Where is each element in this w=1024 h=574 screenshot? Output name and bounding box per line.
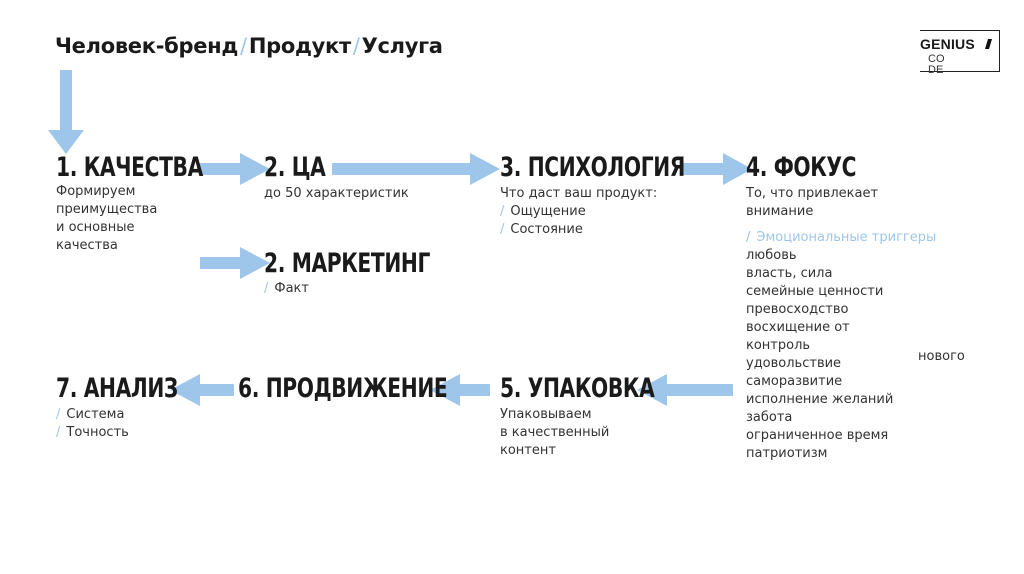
trigger-item: восхищение от: [746, 320, 850, 335]
trigger-item: власть, сила: [746, 266, 833, 281]
arrow-packaging-to-promotion: [430, 374, 490, 406]
step-analysis: 7. АНАЛИЗ: [56, 375, 219, 403]
title-service: Услуга: [361, 34, 443, 58]
step-promotion: 6. ПРОДВИЖЕНИЕ: [238, 375, 517, 403]
step-title: 5. УПАКОВКА: [500, 373, 655, 404]
arrow-focus-to-packaging: [637, 374, 733, 406]
desc-line: до 50 характеристик: [264, 186, 409, 201]
logo-code-line: DE: [928, 64, 944, 76]
slash-marker: /: [264, 281, 269, 296]
slash-marker: /: [500, 204, 505, 219]
step-title: 1. КАЧЕСТВА: [56, 152, 203, 183]
step-qualities: 1. КАЧЕСТВА: [56, 154, 252, 182]
step-title: 3. ПСИХОЛОГИЯ: [500, 152, 686, 183]
desc-item: /Состояние: [500, 222, 583, 237]
trigger-item: ограниченное время: [746, 428, 889, 443]
step-packaging: 5. УПАКОВКА: [500, 375, 706, 403]
arrow-down-to-qualities: [48, 70, 84, 154]
page-title: Человек-бренд/Продукт/Услуга: [55, 34, 443, 58]
arrow-to-marketing: [200, 247, 270, 279]
arrow-qualities-to-audience: [200, 153, 270, 185]
desc-line: преимущества: [56, 202, 158, 217]
title-person-brand: Человек-бренд: [55, 34, 239, 58]
trigger-item: патриотизм: [746, 446, 828, 461]
step-psychology: 3. ПСИХОЛОГИЯ: [500, 154, 747, 182]
step-psychology-description: Что даст ваш продукт: /Ощущение /Состоян…: [500, 185, 657, 239]
arrow-psychology-to-focus: [683, 153, 752, 185]
step-packaging-description: Упаковываем в качественный контент: [500, 406, 609, 460]
desc-line: То, что привлекает: [746, 186, 879, 201]
logo-code-line: CO: [928, 53, 945, 65]
desc-line: контент: [500, 443, 556, 458]
slash-marker: /: [56, 425, 61, 440]
desc-item: /Ощущение: [500, 204, 586, 219]
desc-line: Упаковываем: [500, 407, 592, 422]
slash-marker: /: [746, 230, 751, 245]
genius-code-logo: GENIUS CO DE: [920, 30, 1002, 76]
desc-line: и основные: [56, 220, 135, 235]
desc-line: Что даст ваш продукт:: [500, 186, 658, 201]
step-title: 2. ЦА: [264, 152, 326, 183]
logo-word: GENIUS: [920, 36, 993, 52]
slash-marker: /: [500, 222, 505, 237]
desc-item: /Факт: [264, 281, 309, 296]
step-qualities-description: Формируем преимущества и основные качест…: [56, 183, 157, 255]
logo-slash-icon: [984, 39, 992, 49]
desc-line: в качественный: [500, 425, 610, 440]
step-title: 2. МАРКЕТИНГ: [264, 248, 430, 279]
trigger-item: превосходство: [746, 302, 849, 317]
step-title: 6. ПРОДВИЖЕНИЕ: [238, 373, 448, 404]
arrow-audience-to-psychology: [332, 153, 500, 185]
step-audience: 2. ЦА: [264, 154, 346, 182]
slash-marker: /: [56, 407, 61, 422]
step-analysis-description: /Система /Точность: [56, 406, 129, 442]
arrow-promotion-to-analysis: [170, 374, 234, 406]
title-separator: /: [352, 34, 360, 58]
trigger-item: исполнение желаний: [746, 392, 894, 407]
logo-frame: [920, 30, 1000, 72]
step-marketing: 2. МАРКЕТИНГ: [264, 250, 485, 278]
desc-line: Формируем: [56, 184, 136, 199]
title-separator: /: [240, 34, 247, 58]
trigger-item: любовь: [746, 248, 797, 263]
trigger-item: саморазвитие: [746, 374, 843, 389]
step-focus-description: То, что привлекает внимание /Эмоциональн…: [746, 185, 936, 463]
step-focus: 4. ФОКУС: [746, 154, 893, 182]
desc-line: качества: [56, 238, 118, 253]
title-product: Продукт: [248, 34, 351, 58]
trigger-item: забота: [746, 410, 793, 425]
logo-code: CO DE: [928, 54, 945, 76]
desc-item: /Система: [56, 407, 125, 422]
trigger-heading: /Эмоциональные триггеры: [746, 230, 937, 245]
trigger-item: удовольствие: [746, 356, 842, 371]
desc-item: /Точность: [56, 425, 129, 440]
step-audience-description: до 50 характеристик: [264, 185, 409, 203]
focus-side-note: нового: [918, 349, 965, 364]
step-title: 7. АНАЛИЗ: [56, 373, 178, 404]
step-title: 4. ФОКУС: [746, 152, 857, 183]
desc-line: внимание: [746, 204, 814, 219]
trigger-item: семейные ценности: [746, 284, 884, 299]
trigger-item: контроль: [746, 338, 811, 353]
step-marketing-description: /Факт: [264, 280, 309, 298]
